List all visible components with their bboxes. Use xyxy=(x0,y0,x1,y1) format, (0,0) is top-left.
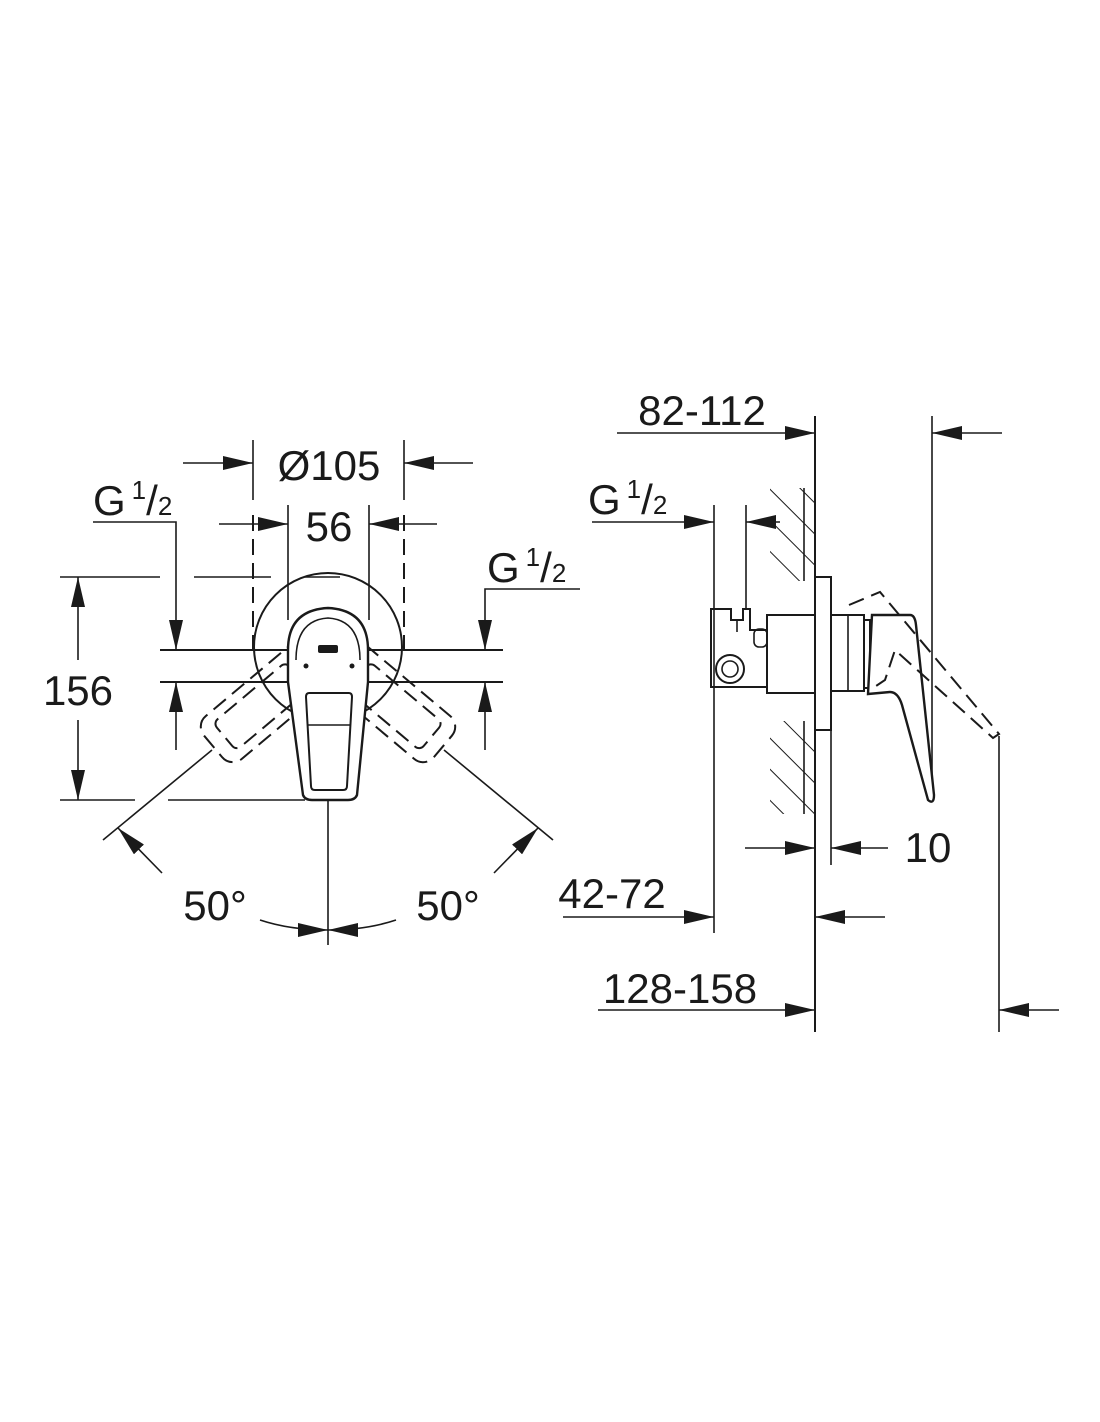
depth-mid-label: 42-72 xyxy=(558,870,665,917)
wall-hatch-lower xyxy=(770,721,815,814)
height-dimension: 156 xyxy=(43,576,340,801)
wall-hatch-upper xyxy=(770,488,815,581)
lever-handle xyxy=(286,606,370,802)
svg-text:G1/2: G1/2 xyxy=(588,474,667,523)
angle-line-left xyxy=(102,749,213,841)
diameter-dimension: Ø105 xyxy=(183,440,473,650)
depth-bottom-label: 128-158 xyxy=(603,965,757,1012)
lever-side xyxy=(866,613,936,803)
flange-label: 10 xyxy=(905,824,952,871)
svg-text:G1/2: G1/2 xyxy=(487,542,566,591)
rosette-flange xyxy=(814,576,832,731)
valve-body xyxy=(710,576,871,731)
height-label: 156 xyxy=(43,667,113,714)
angle-right-label: 50° xyxy=(416,882,480,929)
angle-line-right xyxy=(443,749,554,841)
lever-side-raised-position xyxy=(848,590,1001,740)
angle-left-label: 50° xyxy=(183,882,247,929)
spacing-dimension: 56 xyxy=(219,503,437,620)
depth-top-label: 82-112 xyxy=(638,387,766,434)
spacing-label: 56 xyxy=(306,503,353,550)
diameter-label: Ø105 xyxy=(278,442,381,489)
svg-text:G1/2: G1/2 xyxy=(93,475,172,524)
